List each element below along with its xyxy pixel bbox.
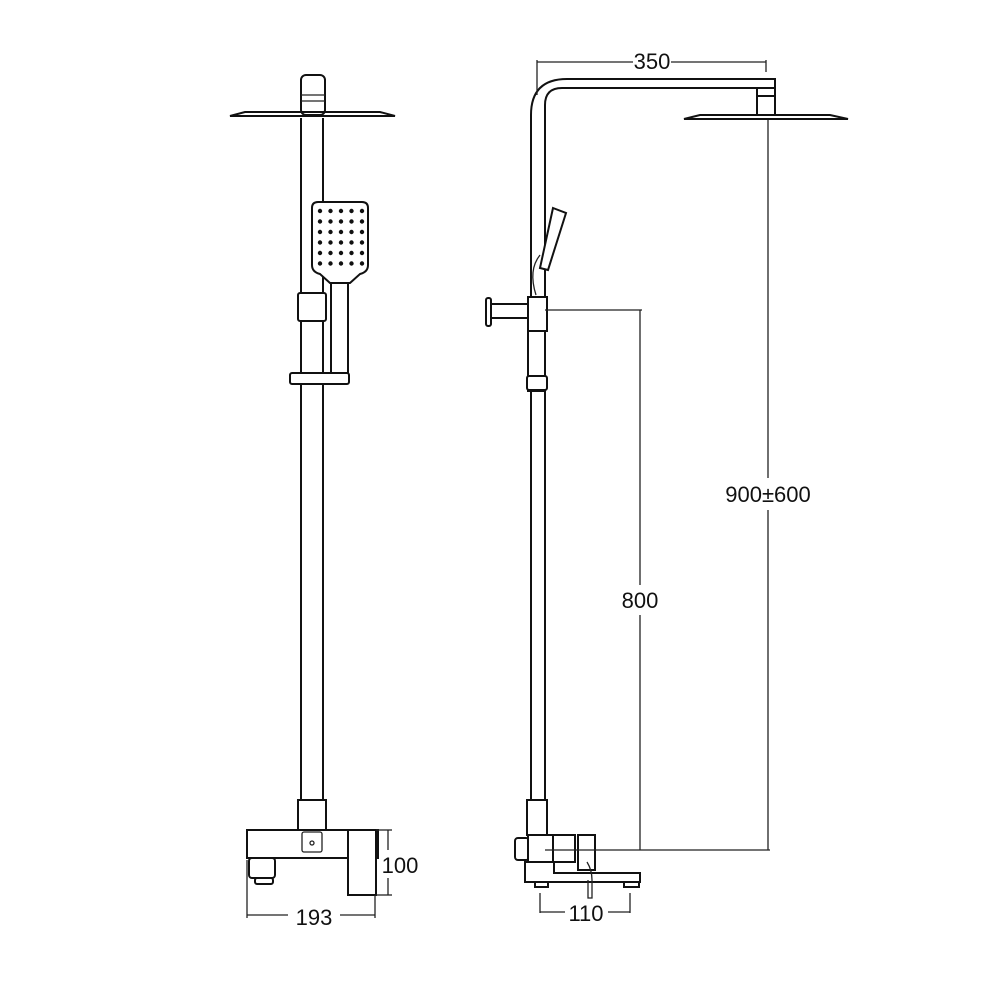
dimension-lines-front [246, 829, 392, 918]
nozzle-dot [317, 261, 323, 266]
hand-shower [289, 201, 369, 385]
nozzle-dot [338, 229, 344, 235]
nozzle-dot [359, 208, 365, 214]
nozzle-dot [349, 208, 354, 214]
dim-valve-height: 100 [382, 853, 419, 878]
dim-valve-height-side: 800 [622, 588, 659, 613]
nozzle-dot [359, 250, 365, 256]
mixer-valve [246, 829, 379, 896]
nozzle-grid [317, 208, 365, 266]
dimension-lines-side [536, 60, 770, 913]
nozzle-dot [328, 261, 333, 266]
front-view: 100 193 [229, 74, 419, 930]
nozzle-dot [349, 261, 354, 266]
nozzle-dot [349, 240, 354, 245]
dim-arm-length: 350 [634, 49, 671, 74]
nozzle-dot [328, 208, 333, 214]
nozzle-dot [338, 240, 344, 245]
nozzle-dot [349, 250, 354, 256]
nozzle-dot [338, 208, 344, 214]
nozzle-dot [338, 219, 344, 224]
nozzle-dot [359, 261, 365, 266]
rain-shower-head [229, 74, 396, 117]
dim-spout-spacing: 110 [568, 901, 603, 926]
dim-valve-width: 193 [296, 905, 333, 930]
nozzle-dot [359, 219, 365, 224]
nozzle-dot [317, 219, 323, 224]
side-mixer-valve [514, 799, 641, 899]
side-hand-shower [532, 206, 568, 296]
nozzle-dot [317, 229, 323, 235]
nozzle-dot [328, 240, 333, 245]
nozzle-dot [317, 240, 323, 245]
nozzle-dot [328, 229, 333, 235]
nozzle-dot [328, 219, 333, 224]
diverter-knob [485, 296, 548, 392]
nozzle-dot [338, 261, 344, 266]
nozzle-dot [317, 250, 323, 256]
side-view: 350 900±600 800 110 [485, 49, 849, 926]
nozzle-dot [359, 229, 365, 235]
nozzle-dot [328, 250, 333, 256]
nozzle-dot [338, 250, 344, 256]
shower-arm [530, 78, 849, 800]
nozzle-dot [317, 208, 323, 214]
dim-overall-height: 900±600 [725, 482, 811, 507]
nozzle-dot [359, 240, 365, 245]
nozzle-dot [349, 219, 354, 224]
nozzle-dot [349, 229, 354, 235]
